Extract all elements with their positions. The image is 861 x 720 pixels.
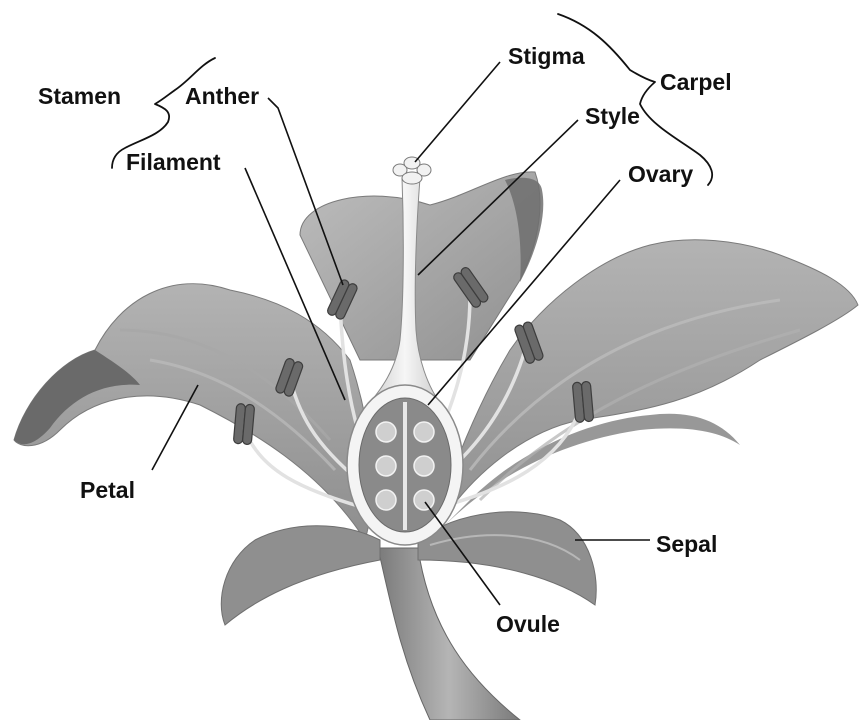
anther-6 (572, 381, 593, 422)
anther-3 (233, 403, 254, 444)
label-petal: Petal (80, 477, 135, 503)
left-sepal (221, 526, 380, 625)
label-carpel: Carpel (660, 69, 732, 95)
ovule-1 (376, 422, 396, 442)
ovule-3 (376, 456, 396, 476)
carpel-brace (558, 14, 712, 185)
label-stamen: Stamen (38, 83, 121, 109)
ovule-2 (414, 422, 434, 442)
label-stigma: Stigma (508, 43, 585, 69)
label-anther: Anther (185, 83, 259, 109)
stigma (393, 157, 431, 184)
label-style: Style (585, 103, 640, 129)
left-petal (14, 284, 372, 540)
ovule-4 (414, 456, 434, 476)
label-ovule: Ovule (496, 611, 560, 637)
ovule-5 (376, 490, 396, 510)
label-sepal: Sepal (656, 531, 717, 557)
stigma-leader (415, 62, 500, 162)
ovule-6 (414, 490, 434, 510)
label-ovary: Ovary (628, 161, 693, 187)
label-filament: Filament (126, 149, 221, 175)
right-sepal (418, 512, 596, 605)
